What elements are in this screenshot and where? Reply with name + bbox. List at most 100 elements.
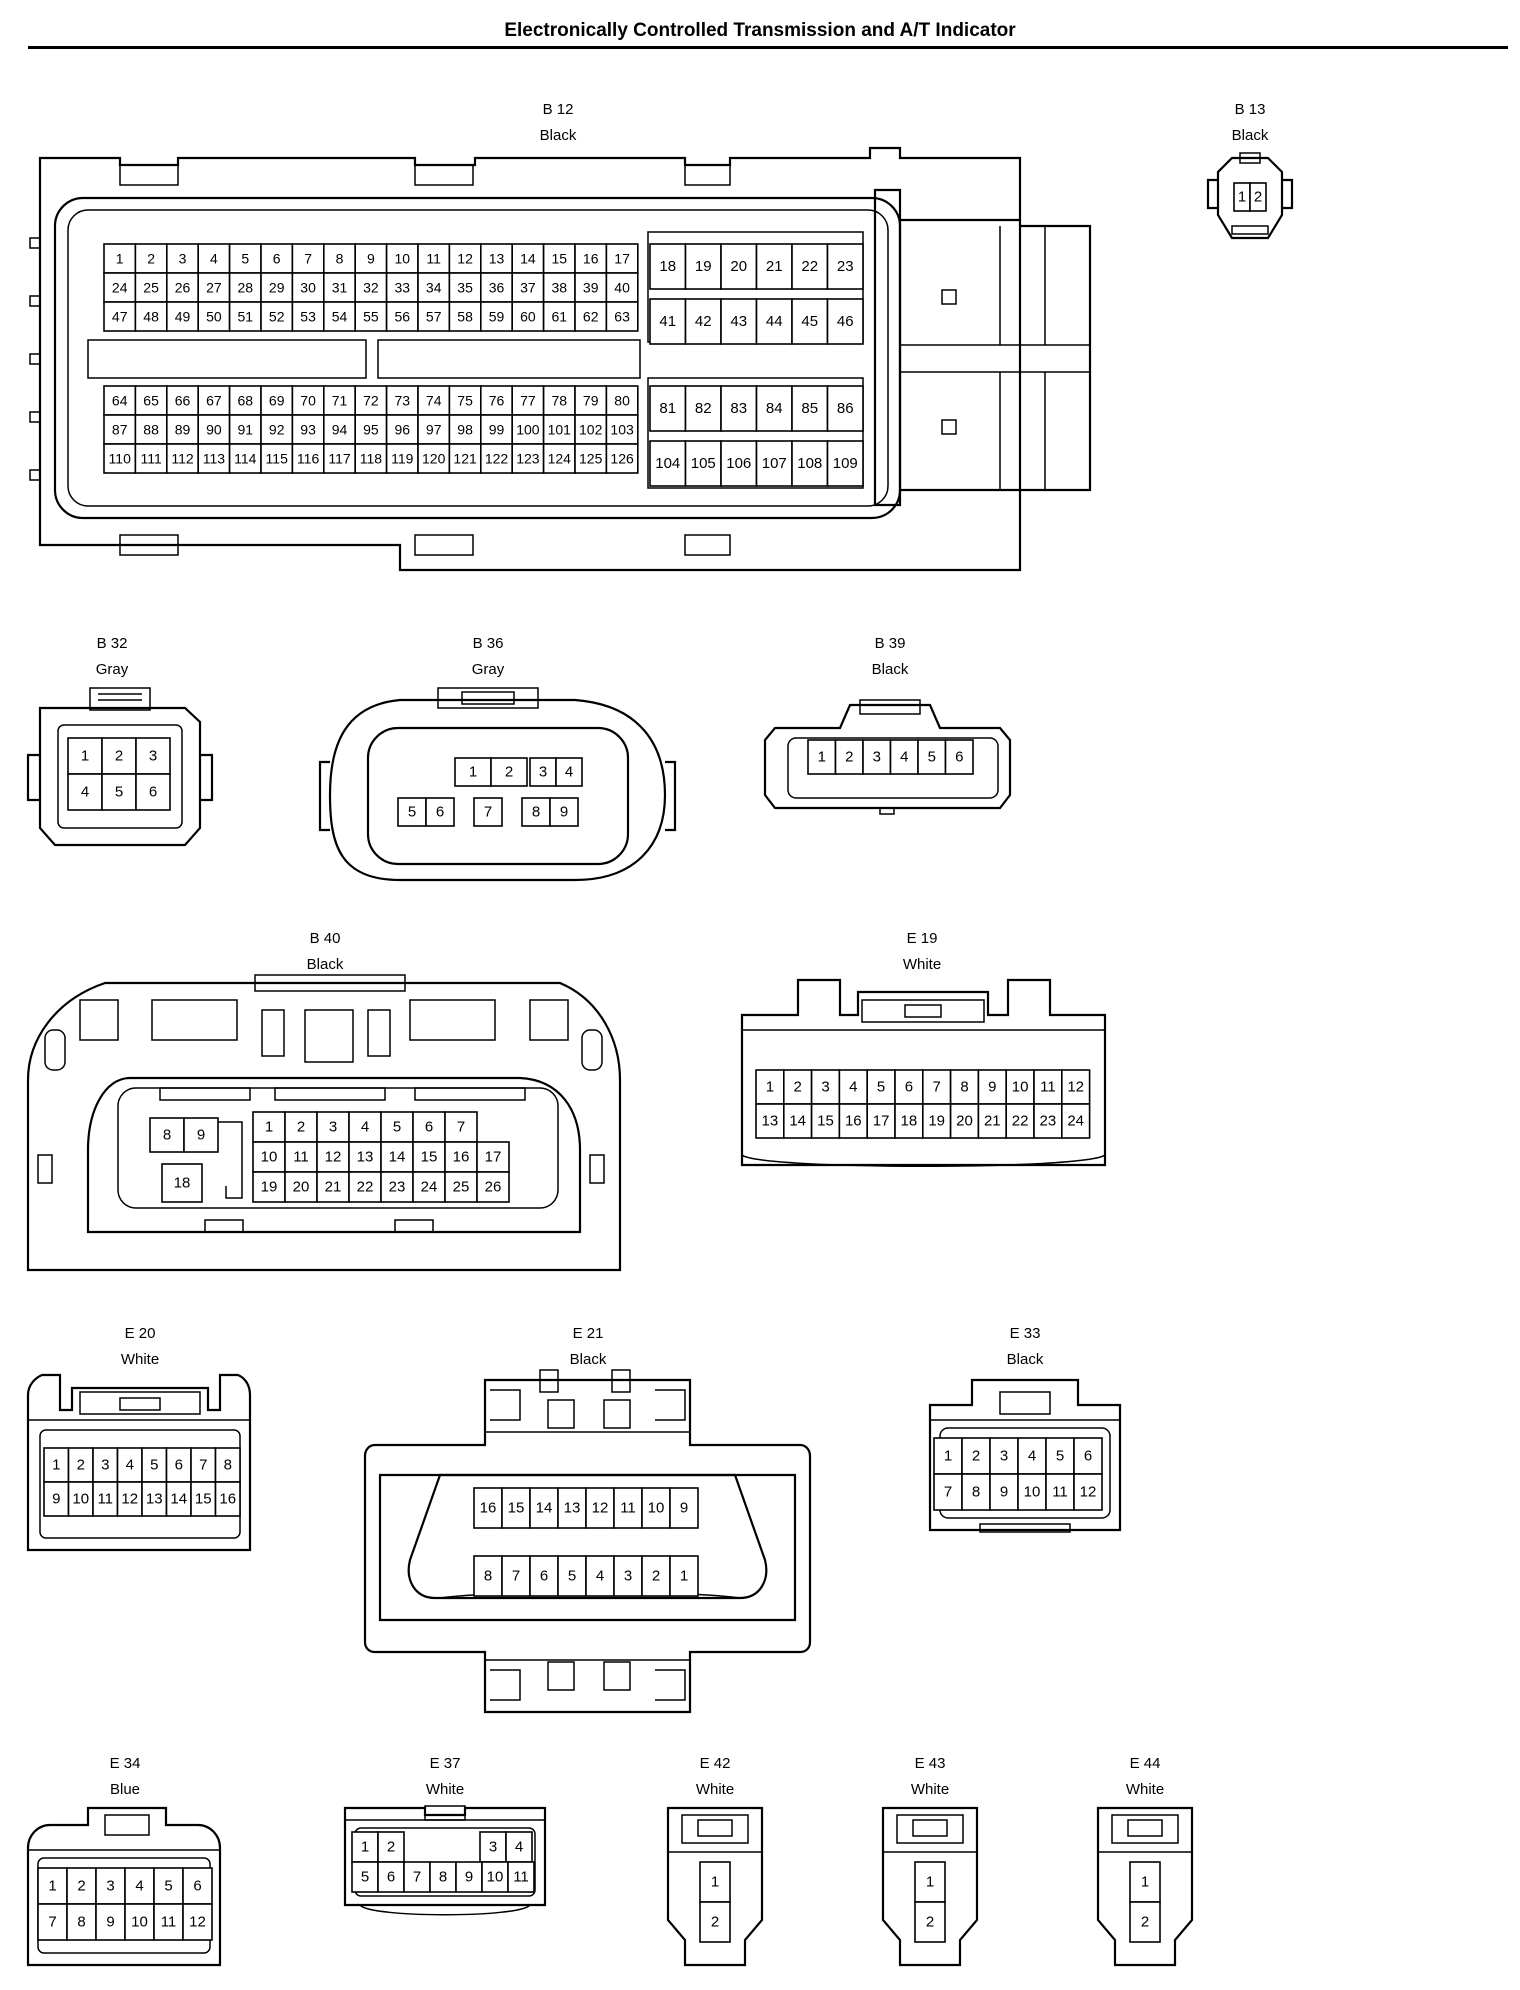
pin-cell — [1061, 1069, 1091, 1105]
pin-cell — [260, 243, 294, 274]
pin-number: 6 — [1084, 1448, 1092, 1465]
pin-number: 16 — [480, 1500, 497, 1517]
pin-cell — [197, 301, 231, 332]
pin-number: 24 — [1067, 1113, 1084, 1130]
pin-number: 74 — [426, 393, 442, 409]
pin-cell — [605, 443, 639, 474]
pin-number: 1 — [680, 1568, 688, 1585]
pin-number: 6 — [540, 1568, 548, 1585]
pin-number: 90 — [206, 422, 222, 438]
pin-cell — [549, 797, 579, 827]
pin-cell — [448, 301, 482, 332]
pin-number: 8 — [224, 1457, 232, 1474]
pin-number: 17 — [485, 1149, 502, 1166]
pin-number: 6 — [175, 1457, 183, 1474]
pin-number: 35 — [457, 280, 473, 296]
pin-number: 64 — [112, 393, 128, 409]
pin-cell — [37, 1867, 68, 1905]
pin-cell — [197, 385, 231, 416]
pin-cell — [103, 385, 137, 416]
connector-e37-color: White — [426, 1781, 464, 1798]
pin-cell — [444, 1141, 478, 1173]
pin-cell — [228, 443, 262, 474]
pin-cell — [649, 243, 687, 290]
pin-number: 7 — [199, 1457, 207, 1474]
pin-cell — [354, 301, 388, 332]
pin-cell — [260, 443, 294, 474]
pin-number: 2 — [147, 251, 155, 267]
pin-number: 5 — [1056, 1448, 1064, 1465]
connector-e42-color: White — [696, 1781, 734, 1798]
pin-number: 6 — [955, 749, 963, 766]
pin-number: 3 — [149, 748, 157, 765]
pin-cell — [511, 301, 545, 332]
pin-number: 8 — [960, 1079, 968, 1096]
pin-number: 22 — [1012, 1113, 1029, 1130]
pin-number: 20 — [730, 258, 747, 275]
pin-number: 7 — [413, 1869, 421, 1886]
pin-number: 68 — [238, 393, 254, 409]
pin-number: 104 — [655, 455, 680, 472]
pin-number: 7 — [512, 1568, 520, 1585]
pin-cell — [67, 1481, 94, 1517]
pin-cell — [914, 1861, 946, 1903]
pin-cell — [914, 1901, 946, 1943]
pin-cell — [284, 1111, 318, 1143]
pin-cell — [153, 1867, 184, 1905]
pin-number: 111 — [140, 451, 161, 467]
pin-cell — [791, 440, 829, 487]
pin-number: 5 — [393, 1119, 401, 1136]
pin-number: 11 — [513, 1869, 529, 1886]
pin-number: 67 — [206, 393, 222, 409]
e43-pin-grid: 12 — [914, 1861, 946, 1943]
pin-cell — [894, 1103, 924, 1139]
pin-number: 25 — [453, 1179, 470, 1196]
pin-number: 47 — [112, 309, 128, 325]
pin-number: 18 — [174, 1175, 191, 1192]
pin-number: 105 — [691, 455, 716, 472]
pin-cell — [316, 1171, 350, 1203]
pin-number: 16 — [219, 1491, 236, 1508]
pin-number: 5 — [361, 1869, 369, 1886]
pin-number: 6 — [425, 1119, 433, 1136]
pin-number: 2 — [1254, 189, 1262, 206]
pin-cell — [417, 301, 451, 332]
pin-number: 12 — [121, 1491, 138, 1508]
pin-cell — [479, 1831, 507, 1863]
pin-number: 3 — [106, 1878, 114, 1895]
pin-number: 4 — [361, 1119, 369, 1136]
pin-cell — [124, 1903, 155, 1941]
pin-cell — [944, 739, 974, 775]
pin-number: 12 — [592, 1500, 609, 1517]
pin-number: 24 — [112, 280, 128, 296]
pin-number: 9 — [680, 1500, 688, 1517]
pin-number: 113 — [203, 451, 226, 467]
connector-e21-id: E 21 — [573, 1325, 604, 1342]
page-title: Electronically Controlled Transmission a… — [504, 20, 1016, 41]
pin-number: 17 — [614, 251, 630, 267]
pin-number: 14 — [520, 251, 536, 267]
pin-number: 1 — [361, 1839, 369, 1856]
pin-number: 22 — [801, 258, 818, 275]
pin-cell — [322, 243, 356, 274]
pin-number: 9 — [1000, 1484, 1008, 1501]
pin-number: 28 — [238, 280, 254, 296]
pin-cell — [501, 1487, 531, 1529]
connector-b13-color: Black — [1232, 127, 1269, 144]
pin-number: 9 — [106, 1914, 114, 1931]
pin-cell — [214, 1447, 241, 1483]
pin-cell — [720, 298, 758, 345]
pin-number: 25 — [143, 280, 159, 296]
pin-cell — [197, 272, 231, 303]
pin-number: 44 — [766, 313, 783, 330]
pin-cell — [66, 1903, 97, 1941]
pin-cell — [585, 1555, 615, 1597]
pin-number: 7 — [484, 804, 492, 821]
pin-cell — [933, 1473, 963, 1511]
